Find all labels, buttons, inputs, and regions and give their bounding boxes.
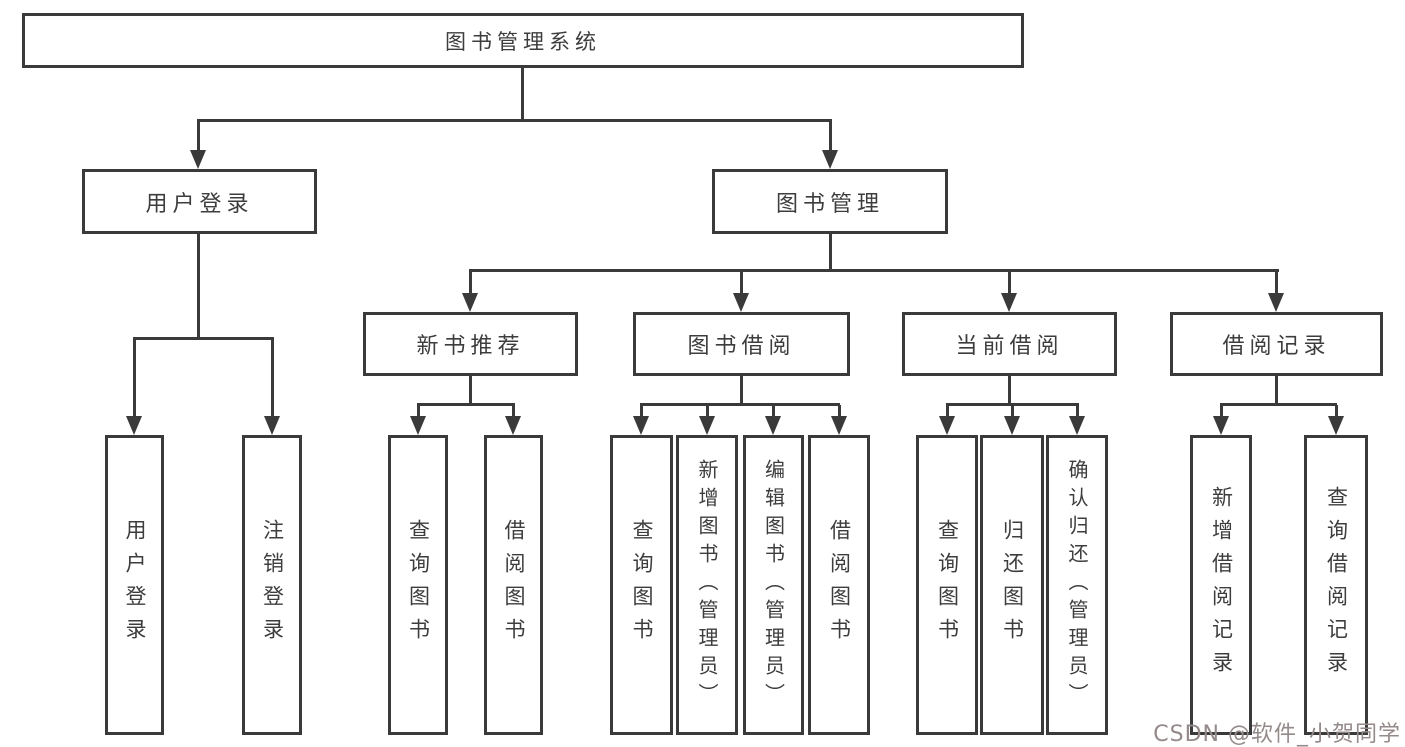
node-book-borrow: 图书借阅	[633, 312, 850, 376]
connector-line	[469, 375, 472, 405]
node-label: 图书管理系统	[445, 29, 601, 54]
node-new-book-recommend: 新书推荐	[363, 312, 578, 376]
leaf-query-books-current: 查询图书	[916, 435, 978, 735]
arrowhead-down-icon	[505, 416, 521, 435]
arrowhead-down-icon	[410, 416, 426, 435]
connector-line	[417, 403, 515, 406]
leaf-label: 查询图书	[406, 519, 431, 651]
connector-line	[521, 66, 524, 121]
leaf-label: 查询借阅记录	[1324, 486, 1349, 684]
arrowhead-down-icon	[1069, 416, 1085, 435]
leaf-query-books-borrow: 查询图书	[610, 435, 673, 735]
node-borrow-records: 借阅记录	[1170, 312, 1383, 376]
connector-line	[197, 119, 832, 122]
connector-line	[197, 233, 200, 339]
leaf-borrow-books: 借阅图书	[808, 435, 870, 735]
connector-line	[1275, 375, 1278, 405]
arrowhead-down-icon	[1213, 416, 1229, 435]
connector-line	[706, 405, 709, 417]
connector-line	[1220, 403, 1337, 406]
connector-line	[469, 271, 472, 294]
arrowhead-down-icon	[1001, 293, 1017, 312]
arrowhead-down-icon	[939, 416, 955, 435]
connector-line	[740, 375, 743, 405]
leaf-logout: 注销登录	[242, 435, 302, 735]
node-label: 用户登录	[145, 191, 254, 217]
leaf-label: 查询图书	[935, 519, 960, 651]
arrowhead-down-icon	[822, 150, 838, 169]
connector-line	[469, 269, 1279, 272]
leaf-label: 归还图书	[1000, 519, 1025, 651]
node-label: 新书推荐	[416, 334, 525, 359]
arrowhead-down-icon	[1004, 416, 1020, 435]
connector-line	[640, 403, 840, 406]
connector-line	[1076, 405, 1079, 417]
leaf-borrow-books-recommend: 借阅图书	[484, 435, 543, 735]
arrowhead-down-icon	[126, 416, 142, 435]
leaf-confirm-return-admin: 确认归还（管理员）	[1046, 435, 1108, 735]
leaf-query-borrow-record: 查询借阅记录	[1304, 435, 1368, 735]
connector-line	[417, 405, 420, 417]
leaf-label: 编辑图书（管理员）	[761, 459, 786, 711]
leaf-edit-books-admin: 编辑图书（管理员）	[743, 435, 804, 735]
leaf-label: 用户登录	[123, 519, 147, 651]
leaf-label: 新增借阅记录	[1209, 486, 1234, 684]
connector-line	[133, 337, 274, 340]
arrowhead-down-icon	[462, 293, 478, 312]
node-user-login: 用户登录	[82, 169, 317, 234]
connector-line	[1008, 375, 1011, 405]
leaf-return-books: 归还图书	[980, 435, 1044, 735]
node-label: 图书管理	[775, 191, 884, 217]
connector-line	[197, 121, 200, 152]
arrowhead-down-icon	[1328, 416, 1344, 435]
connector-line	[946, 405, 949, 417]
connector-line	[512, 405, 515, 417]
connector-line	[271, 339, 274, 417]
arrowhead-down-icon	[699, 416, 715, 435]
leaf-label: 借阅图书	[827, 519, 852, 651]
node-current-borrow: 当前借阅	[902, 312, 1117, 376]
connector-line	[829, 233, 832, 271]
connector-line	[1008, 271, 1011, 294]
arrowhead-down-icon	[765, 416, 781, 435]
connector-line	[740, 271, 743, 294]
arrowhead-down-icon	[264, 416, 280, 435]
arrowhead-down-icon	[831, 416, 847, 435]
node-label: 借阅记录	[1222, 334, 1331, 359]
leaf-label: 确认归还（管理员）	[1065, 459, 1089, 711]
connector-line	[1335, 405, 1338, 417]
leaf-add-books-admin: 新增图书（管理员）	[676, 435, 738, 735]
arrowhead-down-icon	[190, 150, 206, 169]
connector-line	[838, 405, 841, 417]
connector-line	[640, 405, 643, 417]
node-label: 图书借阅	[687, 334, 796, 359]
leaf-query-books-recommend: 查询图书	[388, 435, 448, 735]
leaf-label: 新增图书（管理员）	[695, 459, 719, 711]
connector-line	[1275, 271, 1278, 294]
node-library-system: 图书管理系统	[22, 13, 1024, 68]
node-label: 当前借阅	[955, 334, 1064, 359]
connector-line	[1220, 405, 1223, 417]
connector-line	[133, 339, 136, 417]
leaf-add-borrow-record: 新增借阅记录	[1190, 435, 1252, 735]
csdn-watermark: CSDN @软件_小贺同学	[1153, 722, 1401, 747]
arrowhead-down-icon	[1268, 293, 1284, 312]
connector-line	[829, 121, 832, 152]
arrowhead-down-icon	[633, 416, 649, 435]
connector-line	[946, 403, 1079, 406]
leaf-label: 查询图书	[630, 519, 654, 651]
node-book-management: 图书管理	[712, 169, 948, 234]
leaf-label: 注销登录	[260, 519, 285, 651]
connector-line	[1011, 405, 1014, 417]
connector-line	[772, 405, 775, 417]
leaf-label: 借阅图书	[502, 519, 526, 651]
leaf-user-login: 用户登录	[105, 435, 164, 735]
arrowhead-down-icon	[733, 293, 749, 312]
